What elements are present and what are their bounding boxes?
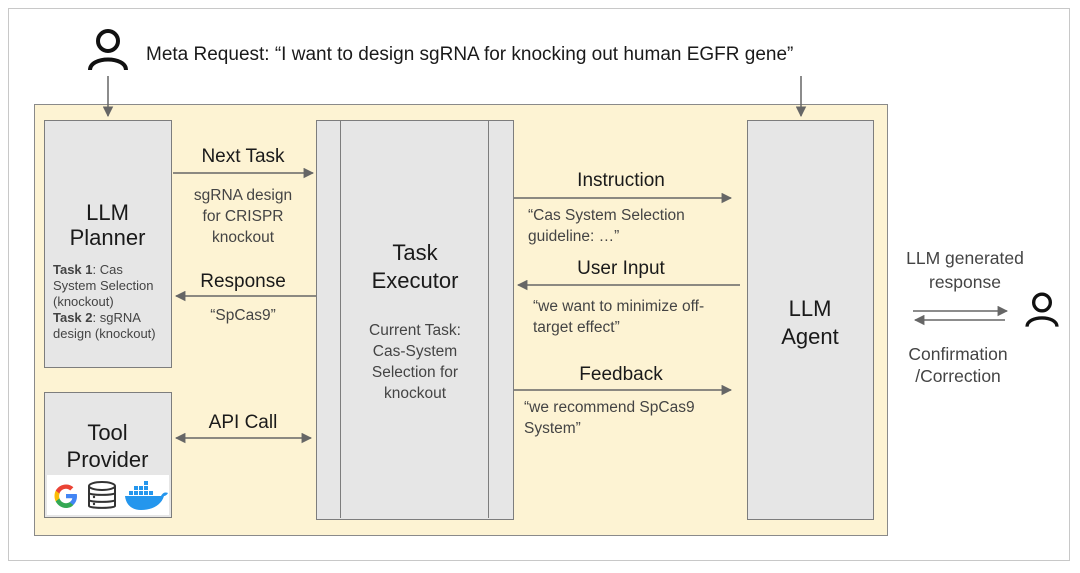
feedback-label: Feedback [579,364,663,385]
executor-current-4: knockout [383,385,447,402]
planner-task-2: Task 2: sgRNA [53,310,141,326]
executor-current-3: Selection for [371,364,459,381]
executor-title-1: Task [392,240,438,265]
feedback-detail-1: “we recommend SpCas9 [524,399,695,416]
instruction-detail-1: “Cas System Selection [528,207,685,224]
planner-task-1-line-2: System Selection [53,278,154,293]
planner-task-1: Task 1: Cas [53,262,123,278]
google-icon [54,484,77,508]
llm-planner-box: LLM Planner Task 1: Cas System Selection… [44,120,172,368]
api-call-label: API Call [208,412,278,433]
llm-generated-2: response [929,272,1001,292]
next-task-label: Next Task [201,146,285,167]
diagram-frame [8,8,1070,561]
agent-title-2: Agent [781,324,839,349]
executor-current-2: Cas-System [372,343,458,360]
user-input-label: User Input [577,258,665,279]
llm-generated-1: LLM generated [906,248,1024,268]
planner-title-2: Planner [69,225,146,250]
docker-icon [125,481,168,510]
planner-title-1: LLM [86,200,129,225]
meta-request: Meta Request: “I want to design sgRNA fo… [146,44,794,65]
executor-title-2: Executor [371,268,459,293]
task-1-text: : Cas [92,262,123,277]
agent-title-1: LLM [788,296,832,321]
tool-provider-title-1: Tool [87,420,128,445]
task-2-label: Task 2 [53,310,93,325]
next-task-detail-3: knockout [211,229,275,246]
instruction-label: Instruction [577,170,665,191]
confirmation-1: Confirmation [908,344,1008,364]
planner-task-2-line-2: design (knockout) [53,326,156,341]
tool-provider-title-2: Provider [66,447,149,472]
database-icon [88,481,116,509]
response-label: Response [200,271,286,292]
next-task-detail-2: for CRISPR [202,208,284,225]
task-2-text: : sgRNA [92,310,141,325]
next-task-detail-1: sgRNA design [193,187,293,204]
end-user-icon [1025,292,1059,328]
llm-agent-box: LLM Agent [747,120,874,520]
feedback-detail-2: System” [524,420,581,437]
user-input-detail-2: target effect” [533,319,620,336]
executor-current-1: Current Task: [369,322,461,339]
task-executor-box: Task Executor Current Task: Cas-System S… [316,120,514,520]
user-icon [88,29,128,71]
executor-inner [340,121,489,518]
response-detail: “SpCas9” [210,307,276,324]
task-1-label: Task 1 [53,262,93,277]
confirmation-2: /Correction [915,366,1001,386]
planner-task-1-line-3: (knockout) [53,294,114,309]
user-input-detail-1: “we want to minimize off- [533,298,705,315]
instruction-detail-2: guideline: …” [528,228,620,245]
tool-provider-box: Tool Provider [44,392,172,518]
